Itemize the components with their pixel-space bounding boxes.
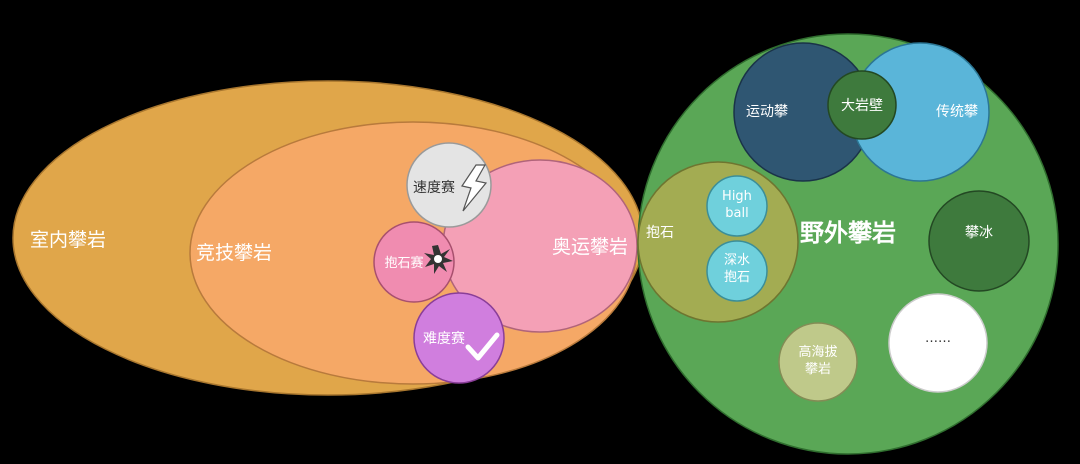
olympic-label: 奥运攀岩	[552, 236, 628, 258]
sport-label: 运动攀	[746, 104, 788, 120]
highball-label-line1: High	[722, 189, 752, 204]
competition-label: 竞技攀岩	[196, 242, 272, 264]
indoor-label: 室内攀岩	[30, 229, 106, 251]
checkmark-icon	[465, 332, 500, 361]
outdoor-bouldering-label: 抱石	[646, 225, 674, 241]
speed-label: 速度赛	[413, 180, 455, 196]
dws-circle	[706, 240, 768, 302]
bouldering-comp-label: 抱石赛	[384, 255, 423, 271]
alpine-label-line1: 高海拔	[798, 344, 837, 360]
bigwall-circle	[827, 70, 897, 140]
bigwall-label: 大岩壁	[841, 98, 883, 114]
lightning-icon	[461, 164, 488, 212]
explosion-icon	[424, 245, 453, 274]
ice-circle	[928, 190, 1030, 292]
outdoor-label: 野外攀岩	[800, 219, 896, 247]
highball-label-line2: ball	[725, 206, 748, 221]
highball-circle	[706, 175, 768, 237]
bouldering-comp-circle	[373, 221, 455, 303]
speed-circle	[406, 142, 492, 228]
dws-label-line1: 深水	[724, 253, 750, 268]
dws-label-line2: 抱石	[724, 269, 750, 285]
lead-label: 难度赛	[423, 331, 465, 347]
alpine-label-line2: 攀岩	[805, 362, 831, 377]
more-circle	[888, 293, 988, 393]
ice-label: 攀冰	[965, 225, 993, 241]
more-label: ……	[925, 331, 951, 346]
trad-label: 传统攀	[936, 104, 978, 120]
alpine-circle	[778, 322, 858, 402]
lead-circle	[413, 292, 505, 384]
